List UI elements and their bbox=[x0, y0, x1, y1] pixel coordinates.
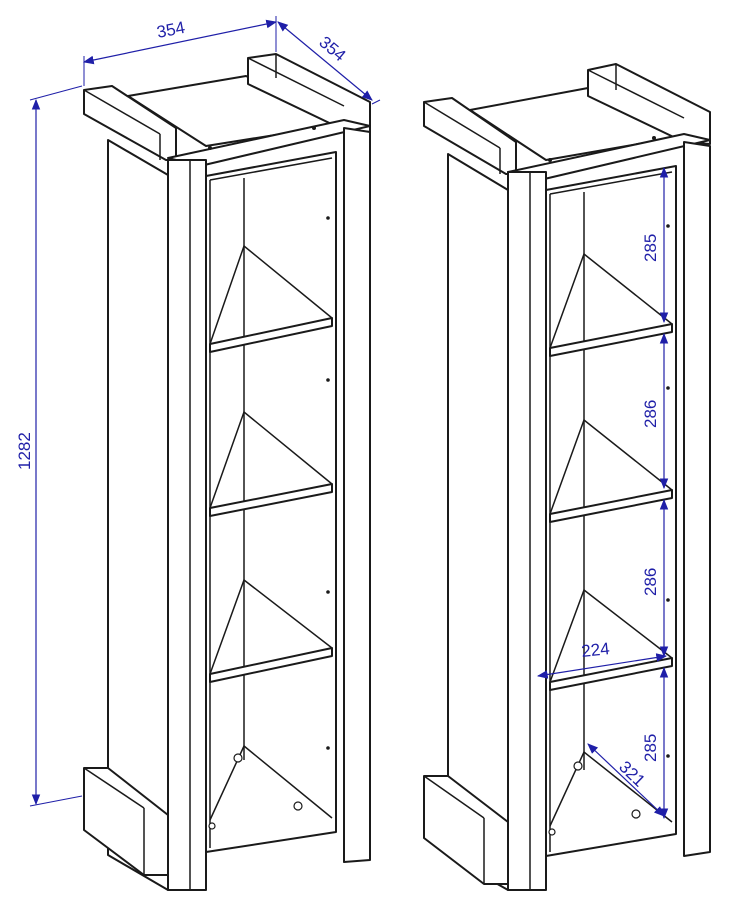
dim-overall-depth-label: 354 bbox=[315, 33, 349, 66]
dim-inner-width-label: 224 bbox=[580, 639, 610, 661]
right-shelf-view: 285 286 286 285 224 321 bbox=[423, 63, 711, 891]
dim-compartment-3-label: 286 bbox=[641, 568, 660, 596]
dim-inner-width: 224 bbox=[536, 639, 668, 679]
dim-compartment-2-label: 286 bbox=[641, 400, 660, 428]
left-shelf-view: 354 354 1282 bbox=[15, 16, 381, 891]
dim-overall-height-label: 1282 bbox=[15, 432, 34, 470]
dim-compartment-2: 286 bbox=[641, 332, 669, 490]
dim-compartment-1-label: 285 bbox=[641, 234, 660, 262]
dim-compartment-4-label: 285 bbox=[641, 734, 660, 762]
dim-compartment-1: 285 bbox=[641, 166, 669, 324]
dim-compartment-3: 286 bbox=[641, 498, 669, 658]
dim-overall-width-label: 354 bbox=[155, 18, 186, 42]
dim-overall-height: 1282 bbox=[15, 85, 83, 807]
